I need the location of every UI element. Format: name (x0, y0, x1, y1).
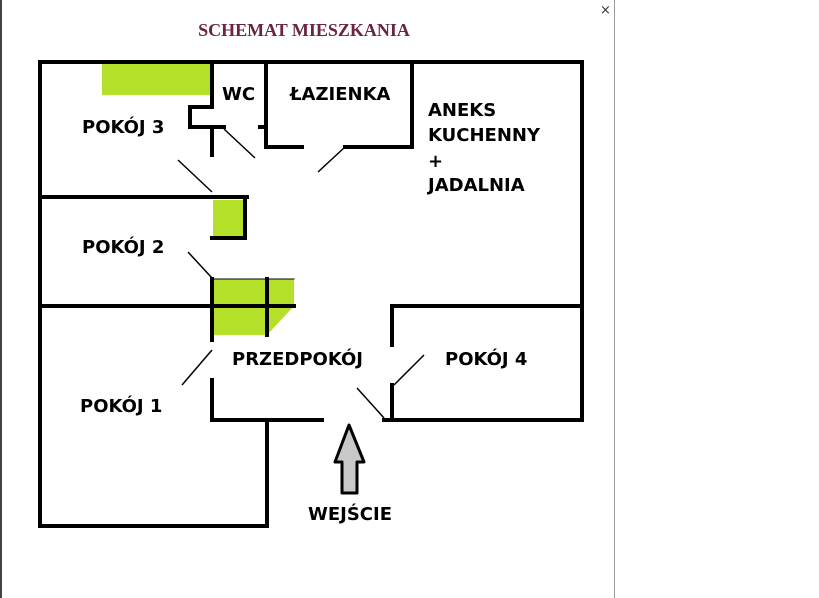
door-pokoj3 (177, 159, 213, 193)
room-label-jadalnia: JADALNIA (428, 175, 525, 196)
door-entrance (356, 387, 385, 419)
door-pokoj2 (187, 251, 213, 279)
page-title: SCHEMAT MIESZKANIA (198, 20, 410, 40)
room-label-pokoj4: POKÓJ 4 (445, 349, 528, 370)
door-wc (223, 128, 256, 159)
doors (177, 128, 425, 419)
room-label-pokoj1: POKÓJ 1 (80, 396, 163, 417)
room-label-przedpokoj: PRZEDPOKÓJ (232, 349, 363, 370)
door-pokoj1 (181, 349, 213, 386)
room-label-plus: + (428, 151, 444, 172)
room-label-pokoj2: POKÓJ 2 (82, 237, 165, 258)
room-label-pokoj3: POKÓJ 3 (82, 117, 165, 138)
walls (38, 60, 584, 528)
room-label-kuchenny: KUCHENNY (428, 125, 540, 146)
entrance-label: WEJŚCIE (308, 504, 393, 525)
closets (102, 64, 294, 335)
floor-plan-popup: × SCHEMAT MIESZKANIA POKÓJ 3 WC ŁAZIENKA… (0, 0, 615, 598)
closet-pokoj3 (102, 64, 210, 95)
room-label-wc: WC (222, 84, 256, 105)
door-pokoj4 (393, 354, 425, 386)
floor-plan (38, 60, 584, 528)
room-label-aneks: ANEKS (428, 100, 497, 121)
closet-hall (213, 200, 245, 238)
entrance-arrow-icon (333, 423, 366, 495)
close-icon[interactable]: × (600, 3, 611, 18)
room-label-lazienka: ŁAZIENKA (290, 84, 391, 105)
door-lazienka (317, 146, 346, 173)
